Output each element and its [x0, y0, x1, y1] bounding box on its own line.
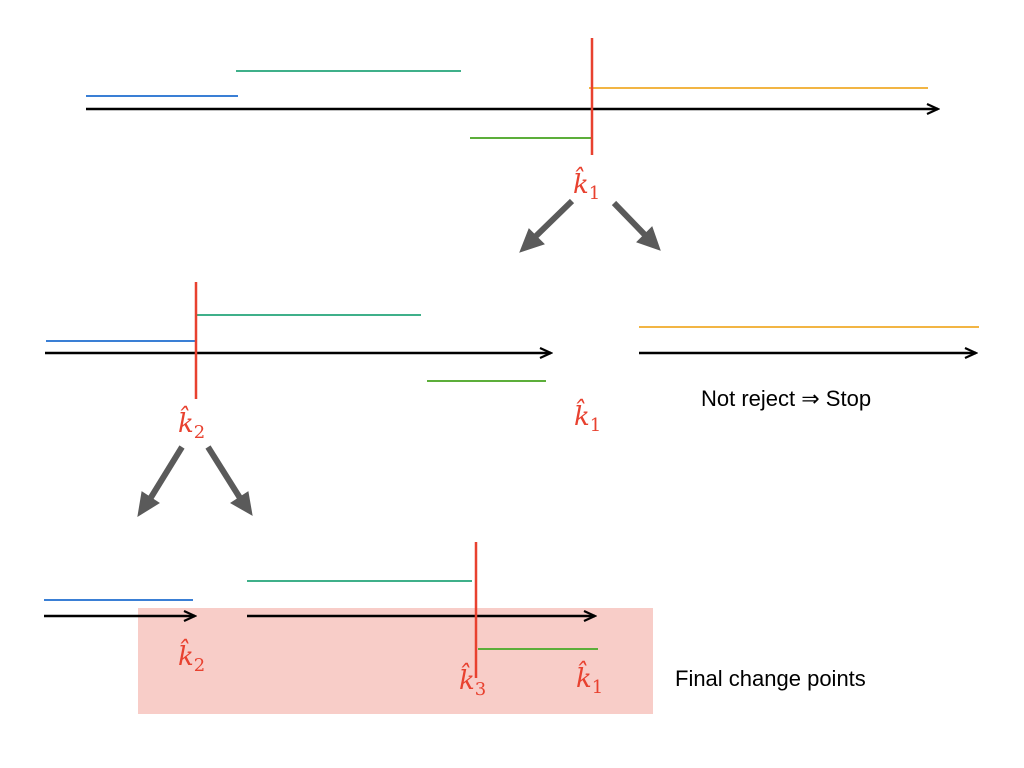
level-2-right: Not reject ⇒ Stop — [639, 326, 979, 411]
label-k2-final: k̂2 — [178, 638, 205, 676]
split-arrows-level-1 — [519, 198, 661, 253]
final-highlight-box — [138, 608, 653, 714]
split-arrow-left — [532, 198, 575, 240]
split-arrow-right — [205, 445, 243, 500]
split-arrows-level-2 — [137, 445, 253, 518]
final-change-points-text: Final change points — [675, 666, 866, 691]
label-k2: k̂2 — [178, 405, 205, 443]
split-arrow-left-head — [519, 228, 545, 253]
label-k1: k̂1 — [573, 166, 600, 204]
split-arrow-left — [147, 445, 185, 501]
split-arrow-right-head — [636, 226, 661, 251]
split-arrow-right-head — [230, 491, 253, 516]
label-k1-final: k̂1 — [576, 660, 603, 698]
level-3: k̂2 k̂3 k̂1 Final change points — [44, 542, 866, 700]
label-k3-final: k̂3 — [459, 662, 486, 700]
split-arrow-right — [611, 200, 648, 238]
label-k1-level-2: k̂1 — [574, 398, 601, 436]
split-arrow-left-head — [137, 491, 160, 518]
level-2-left: k̂2 k̂1 — [45, 282, 601, 443]
level-1: k̂1 — [86, 38, 938, 204]
not-reject-stop-text: Not reject ⇒ Stop — [701, 386, 871, 411]
